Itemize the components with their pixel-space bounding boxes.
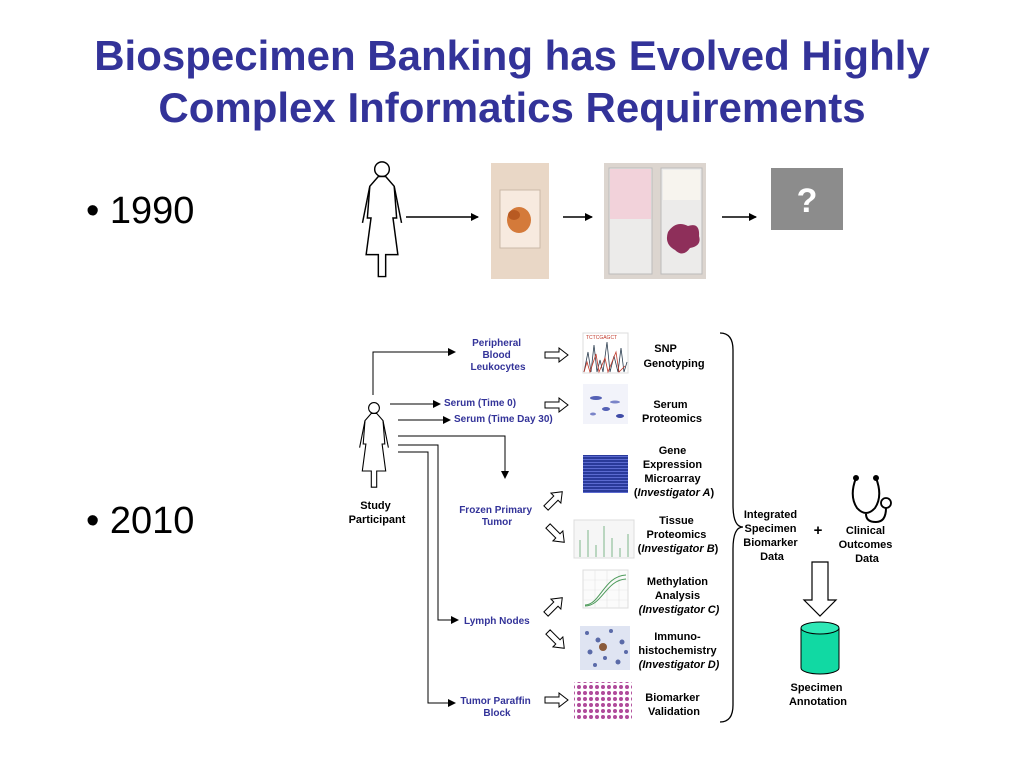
tissue-array-image <box>574 682 632 720</box>
source-serum-time-0: Serum (Time 0) <box>444 398 516 409</box>
bullet-text: 2010 <box>109 500 195 542</box>
slide-title: Biospecimen Banking has Evolved Highly C… <box>0 30 1024 134</box>
plus-sign: + <box>814 522 823 539</box>
clinical-outcomes-data: Clinical Outcomes Data <box>839 525 896 565</box>
source-paraffin-block: Tumor Paraffin Block <box>460 696 533 719</box>
assay-gene-expression: Gene Expression Microarray (Investigator… <box>634 445 715 499</box>
source-serum-day-30: Serum (Time Day 30) <box>454 414 553 425</box>
title-line-2: Complex Informatics Requirements <box>158 84 866 131</box>
serum-gel-image <box>583 384 628 424</box>
bullet-symbol: • <box>86 500 100 542</box>
microarray-image <box>583 455 628 493</box>
source-frozen-tumor: Frozen Primary Tumor <box>459 505 535 528</box>
woman-figure-1990-icon <box>361 161 403 278</box>
bullet-text: 1990 <box>109 190 195 232</box>
woman-figure-2010-icon <box>359 402 389 488</box>
hollow-arrows <box>543 346 569 709</box>
bullet-2010: • 2010 <box>86 500 194 543</box>
snp-image-sequence-text: TCTCGAGCT <box>586 335 617 341</box>
snp-chromatogram-image: TCTCGAGCT <box>582 332 629 374</box>
tissue-proteomics-image <box>573 519 635 559</box>
assay-serum-proteomics: Serum Proteomics <box>642 399 702 425</box>
participant-label: Study Participant <box>349 500 406 526</box>
assay-tissue-proteomics: Tissue Proteomics (Investigator B) <box>638 515 719 555</box>
integrated-biomarker-data: Integrated Specimen Biomarker Data <box>743 509 800 563</box>
source-peripheral-blood: Peripheral Blood Leukocytes <box>470 338 525 373</box>
methylation-curve-image <box>582 569 629 609</box>
tissue-slide-image <box>491 163 549 279</box>
immunohistochemistry-image <box>580 626 630 670</box>
assay-methylation: Methylation Analysis (Investigator C) <box>639 576 720 616</box>
down-arrow-to-annotation <box>802 561 838 617</box>
stethoscope-icon <box>851 475 892 524</box>
stained-slides-image <box>604 163 706 279</box>
bullet-symbol: • <box>86 190 100 232</box>
grouping-brace <box>719 332 744 723</box>
assay-immunohistochemistry: Immuno- histochemistry (Investigator D) <box>638 631 719 671</box>
source-lymph-nodes: Lymph Nodes <box>464 616 530 627</box>
specimen-annotation: Specimen Annotation <box>789 682 847 708</box>
question-mark: ? <box>797 182 818 220</box>
assay-biomarker-validation: Biomarker Validation <box>645 692 702 718</box>
bullet-1990: • 1990 <box>86 190 194 233</box>
connector-lines <box>372 348 509 707</box>
assay-snp-genotyping: SNP Genotyping <box>643 343 704 370</box>
database-cylinder-icon <box>800 621 840 675</box>
title-line-1: Biospecimen Banking has Evolved Highly <box>94 32 930 79</box>
unknown-outcome-box: ? <box>771 168 843 230</box>
